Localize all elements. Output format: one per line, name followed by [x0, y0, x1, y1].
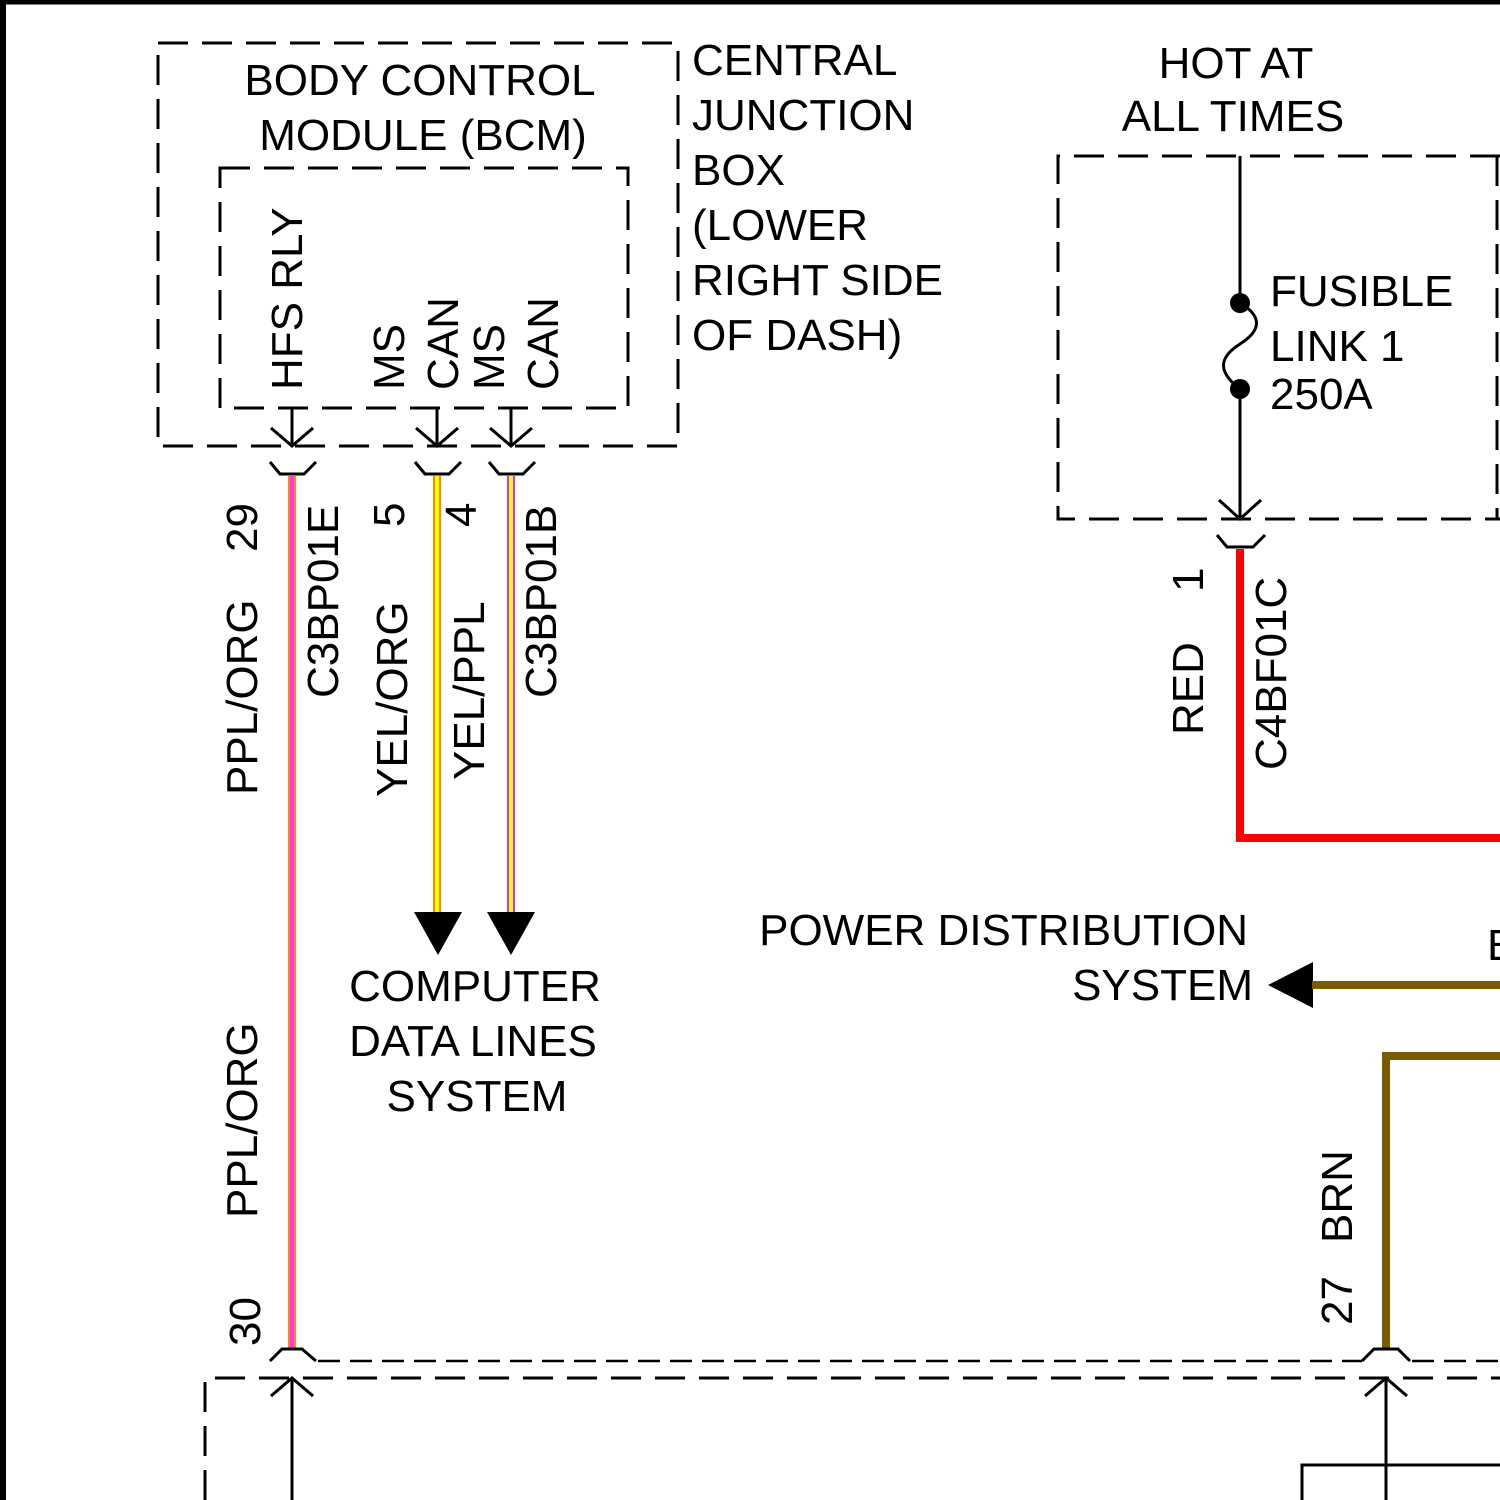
- power-distribution-label: POWER DISTRIBUTION SYSTEM: [759, 906, 1253, 1010]
- wire-label-ppl-org: PPL/ORG: [218, 599, 267, 795]
- connector-label-c3bp01b: C3BP01B: [517, 505, 566, 698]
- svg-text:(LOWER: (LOWER: [692, 201, 868, 250]
- fusible-link-line2: LINK 1: [1270, 322, 1405, 371]
- connector-label-c4bf01c: C4BF01C: [1247, 577, 1296, 770]
- connector-symbol-pin4: [489, 408, 535, 474]
- bcm-pin-hfs-rly: HFS RLY: [263, 207, 312, 390]
- bcm-title-line2: MODULE (BCM): [259, 111, 587, 160]
- wire-label-yel-ppl: YEL/PPL: [445, 601, 494, 780]
- computer-data-lines-label: COMPUTER DATA LINES SYSTEM: [349, 962, 601, 1121]
- connector-symbol-pin29: [270, 408, 316, 474]
- svg-text:SYSTEM: SYSTEM: [1072, 961, 1253, 1010]
- fusible-link-line1: FUSIBLE: [1270, 267, 1453, 316]
- bottom-module-outline: [205, 1378, 1500, 1500]
- bcm-pin-ms-1: MS: [365, 324, 414, 390]
- hot-at-all-times-line1: HOT AT: [1159, 39, 1314, 88]
- fusible-link-line3: 250A: [1270, 370, 1373, 419]
- bcm-pin-can-2: CAN: [519, 297, 568, 390]
- wire-label-brn: BRN: [1313, 1150, 1362, 1243]
- hot-at-all-times-line2: ALL TIMES: [1122, 92, 1345, 141]
- svg-text:OF DASH): OF DASH): [692, 311, 902, 360]
- connector-symbol-pin5: [415, 408, 461, 474]
- wire-label-yel-org: YEL/ORG: [368, 601, 417, 797]
- bcm-title-line1: BODY CONTROL: [244, 56, 595, 105]
- central-junction-box-label: CENTRAL JUNCTION BOX (LOWER RIGHT SIDE O…: [692, 36, 943, 360]
- pin-label-5: 5: [365, 503, 414, 527]
- pin-label-29: 29: [218, 503, 267, 552]
- pin-label-1: 1: [1164, 568, 1213, 592]
- bottom-component-box: [1302, 1465, 1500, 1500]
- bcm-pin-ms-2: MS: [465, 324, 514, 390]
- svg-text:RIGHT SIDE: RIGHT SIDE: [692, 256, 943, 305]
- connector-symbol-pin27: [1362, 1349, 1410, 1361]
- svg-text:SYSTEM: SYSTEM: [387, 1072, 568, 1121]
- svg-text:CENTRAL: CENTRAL: [692, 36, 897, 85]
- pin-label-27: 27: [1313, 1276, 1362, 1325]
- fuse-connector-symbol: [1217, 535, 1265, 547]
- arrow-to-data-lines-2: [487, 912, 535, 955]
- pin-label-4: 4: [437, 503, 486, 527]
- svg-text:JUNCTION: JUNCTION: [692, 91, 914, 140]
- pin-label-30: 30: [221, 1297, 270, 1346]
- connector-label-c3bp01e: C3BP01E: [299, 505, 348, 698]
- arrow-to-data-lines-1: [414, 912, 462, 955]
- wire-brn: [1386, 1056, 1500, 1348]
- connector-symbol-pin30: [270, 1349, 316, 1361]
- arrow-to-power-distribution: [1268, 962, 1313, 1008]
- svg-text:COMPUTER: COMPUTER: [349, 962, 601, 1011]
- edge-letter: B: [1487, 921, 1500, 970]
- wire-label-red: RED: [1164, 642, 1213, 735]
- bcm-pin-can-1: CAN: [419, 297, 468, 390]
- fusible-link-symbol: [1224, 303, 1257, 389]
- svg-text:POWER DISTRIBUTION: POWER DISTRIBUTION: [759, 906, 1248, 955]
- svg-text:BOX: BOX: [692, 146, 785, 195]
- wire-label-ppl-org-lower: PPL/ORG: [218, 1022, 267, 1218]
- svg-text:DATA LINES: DATA LINES: [349, 1017, 597, 1066]
